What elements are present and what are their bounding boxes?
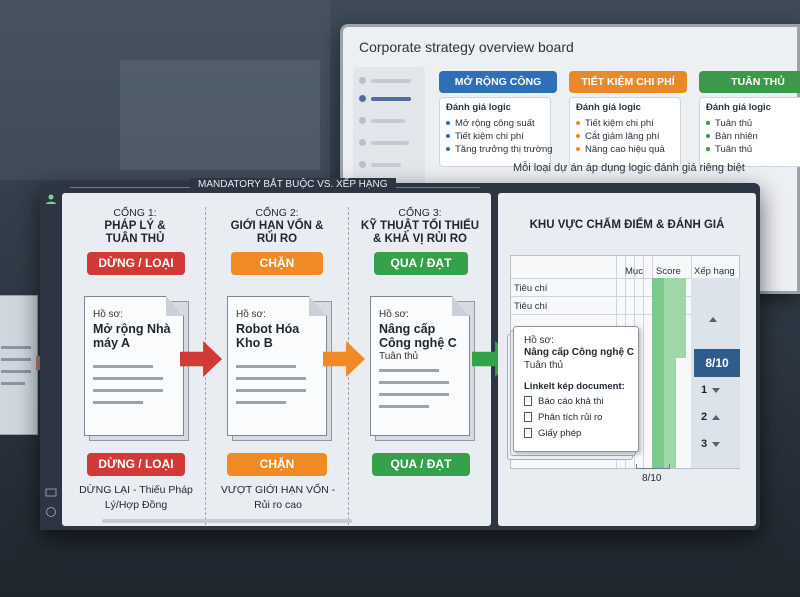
sidebar-item[interactable] (371, 163, 401, 167)
score-bar (676, 278, 686, 358)
document-icon (524, 428, 532, 439)
sidebar-dot (359, 117, 366, 124)
logic-item: Tuân thủ (706, 117, 800, 130)
sidebar-item[interactable] (371, 119, 405, 123)
sidebar-dot (359, 161, 366, 168)
left-rail (40, 183, 62, 530)
logic-item: Tuân thủ (706, 143, 800, 156)
sidebar-item[interactable] (371, 141, 409, 145)
incoming-document-icon (0, 295, 38, 435)
gate-1-status-pill: DỪNG / LOẠI (87, 252, 185, 275)
background-window (0, 0, 330, 180)
rank-item[interactable]: 1 (701, 384, 721, 396)
info-icon[interactable] (45, 506, 57, 518)
gate-3-status-pill: QUA / ĐẠT (374, 252, 468, 275)
score-bar (652, 278, 664, 468)
gate-panel: MANDATORY BẮT BUỘC VS. XẾP HẠNG CỔNG 1: … (40, 178, 760, 530)
document-icon (524, 412, 532, 423)
scoring-area: KHU VỰC CHẤM ĐIỂM & ĐÁNH GIÁ Mục Score X… (498, 193, 756, 526)
gate-3-document[interactable]: Hồ sơ: Nâng cấp Công nghệ C Tuân thủ (370, 296, 470, 436)
category-logic-box: Đánh giá logic Mở rộng công suất Tiết ki… (439, 97, 553, 167)
selected-document-card[interactable]: Hồ sơ: Nâng cấp Công nghệ C Tuân thủ Lin… (513, 326, 639, 452)
gates-area: CỔNG 1: PHÁP LÝ & TUÂN THỦ DỪNG / LOẠI H… (62, 193, 491, 526)
gate-1-document[interactable]: Hồ sơ: Mở rộng Nhà máy A (84, 296, 184, 436)
category-compliance[interactable]: TUÂN THỦ (699, 71, 800, 93)
board-title: Corporate strategy overview board (359, 39, 574, 55)
category-capacity[interactable]: MỞ RỘNG CÔNG SUẤT (439, 71, 557, 110)
score-bar (664, 278, 676, 468)
background-window (120, 60, 320, 170)
selected-rank[interactable]: 8/10 (694, 349, 740, 377)
user-icon[interactable] (45, 193, 57, 205)
logic-item: Tiết kiệm chi phí (576, 117, 674, 130)
criteria-row: Tiêu chí (514, 301, 548, 312)
sidebar-dot (359, 139, 366, 146)
board-sidebar (353, 67, 425, 197)
mandatory-label: MANDATORY BẮT BUỘC VS. XẾP HẠNG (190, 178, 396, 192)
linked-document[interactable]: Phân tích rủi ro (524, 412, 602, 423)
header-score: Score (656, 266, 681, 277)
criteria-row: Tiêu chí (514, 283, 548, 294)
gate-3-title: CỔNG 3: KỸ THUẬT TỐI THIỂU & KHẢ VỊ RỦI … (360, 207, 480, 245)
document-icon (524, 396, 532, 407)
category-cost[interactable]: TIẾT KIỆM CHI PHÍ (569, 71, 687, 93)
header-muc: Mục (625, 266, 643, 277)
strategy-board: Corporate strategy overview board MỞ RỘN… (340, 24, 800, 294)
logic-heading: Đánh giá logic (576, 102, 641, 113)
gate-1-result-pill: DỪNG / LOẠI (87, 453, 185, 476)
logic-heading: Đánh giá logic (706, 102, 771, 113)
gate-2-status-pill: CHẶN (231, 252, 323, 275)
sidebar-item[interactable] (371, 79, 411, 83)
category-logic-box: Đánh giá logic Tuân thủ Bản nhiên Tuân t… (699, 97, 800, 167)
gate-2-title: CỔNG 2: GIỚI HẠN VỐN & RỦI RO (230, 207, 324, 245)
gate-2-caption: VƯỢT GIỚI HẠN VỐN - Rủi ro cao (220, 484, 336, 511)
score-bracket (636, 464, 670, 469)
linked-document[interactable]: Giấy phép (524, 428, 581, 439)
sidebar-dot (359, 77, 366, 84)
gate-1-title: CỔNG 1: PHÁP LÝ & TUÂN THỦ (104, 207, 166, 245)
rank-up-icon[interactable] (709, 311, 717, 329)
logic-heading: Đánh giá logic (446, 102, 511, 113)
logic-item: Tiết kiệm chi phí (446, 130, 544, 143)
gate-3-result-pill: QUA / ĐẠT (372, 453, 470, 476)
rank-item[interactable]: 2 (701, 411, 721, 423)
gate-2-document[interactable]: Hồ sơ: Robot Hóa Kho B (227, 296, 327, 436)
gate-1-caption: DỪNG LẠI - Thiếu Pháp Lý/Hợp Đồng (79, 484, 193, 511)
sidebar-item-active[interactable] (371, 97, 411, 101)
folder-icon[interactable] (45, 486, 57, 498)
sidebar-dot (359, 95, 366, 102)
logic-item: Cắt giảm lãng phí (576, 130, 674, 143)
score-summary: 8/10 (642, 473, 662, 484)
logic-item: Nâng cao hiệu quả (576, 143, 674, 156)
horizontal-scrollbar[interactable] (102, 519, 352, 523)
logic-item: Mở rộng công suất (446, 117, 544, 130)
logic-item: Tăng trưởng thị trường (446, 143, 553, 156)
board-note: Mỗi loại dự án áp dụng logic đánh giá ri… (513, 162, 745, 174)
gate-2-result-pill: CHẶN (227, 453, 327, 476)
scoring-title: KHU VỰC CHẤM ĐIỂM & ĐÁNH GIÁ (529, 219, 725, 231)
header-rank: Xếp hạng (694, 266, 735, 277)
rank-item[interactable]: 3 (701, 438, 721, 450)
linked-document[interactable]: Báo cáo khả thi (524, 396, 604, 407)
category-logic-box: Đánh giá logic Tiết kiệm chi phí Cắt giả… (569, 97, 681, 167)
logic-item: Bản nhiên (706, 130, 800, 143)
